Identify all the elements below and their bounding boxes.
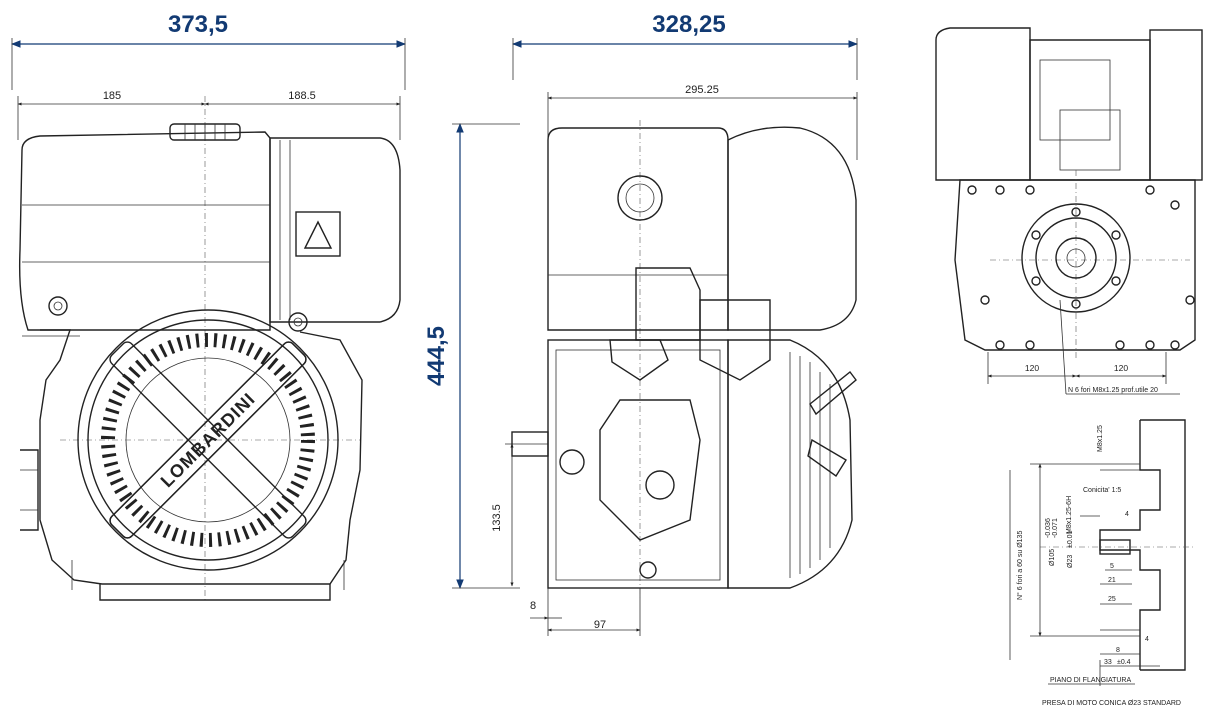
dim-5: 5 [1110, 563, 1114, 570]
side-fuel-cap [617, 175, 663, 221]
side-crankcase [547, 339, 729, 589]
end-air-filter [1149, 29, 1203, 181]
side-view: 295.25 133.5 8 97 [491, 84, 858, 636]
side-sub-dimensions: 295.25 133.5 8 97 [491, 84, 858, 636]
shaft-detail: M8x1.25 N° 6 fori a 60 su Ø135 Ø105 -0.0… [1009, 419, 1195, 707]
side-dim-width: 97 [594, 619, 606, 631]
dim-25: 25 [1108, 596, 1116, 603]
side-dim-top: 295.25 [685, 84, 719, 96]
side-air-filter [727, 126, 857, 331]
diameter-105: Ø105 [1049, 549, 1056, 566]
crankcase [39, 329, 363, 585]
end-fuel-tank [935, 27, 1031, 181]
side-recoil-starter [727, 339, 853, 589]
taper-label: Conicita' 1:5 [1083, 487, 1121, 494]
lombardini-badge [295, 211, 341, 257]
holes-label: N° 6 fori a 60 su Ø135 [1016, 531, 1024, 600]
dim-21: 21 [1108, 577, 1116, 584]
tol-105-lower: -0.071 [1052, 518, 1059, 538]
end-sub-dimensions: 120 120 N 6 fori M8x1.25 prof.utile 20 [987, 299, 1180, 395]
thread-label: M8x1.25 [1097, 425, 1104, 452]
overall-width-front-dimension: 373,5 [11, 11, 406, 90]
front-width-value: 373,5 [168, 11, 228, 38]
recoil-starter-cover [77, 309, 339, 571]
height-value: 444,5 [423, 326, 450, 386]
side-dim-offset: 8 [530, 600, 536, 612]
flange-plane-label: PIANO DI FLANGIATURA [1050, 677, 1131, 684]
tol-23: ±0.01 [1067, 530, 1074, 548]
diameter-23: Ø23 [1067, 555, 1074, 568]
overall-width-side-dimension: 328,25 [512, 11, 858, 80]
pto-shaft [1055, 237, 1097, 279]
flange-bolts [1031, 207, 1121, 309]
tol-33: ±0.4 [1117, 659, 1131, 666]
dim-4b: 4 [1145, 636, 1149, 643]
starter-cross-bars [109, 341, 307, 539]
dim-4a: 4 [1125, 511, 1129, 518]
end-dim-left: 120 [1025, 363, 1039, 373]
tol-105-upper: -0.036 [1045, 518, 1052, 538]
end-view: 120 120 N 6 fori M8x1.25 prof.utile 20 [935, 27, 1203, 395]
side-width-value: 328,25 [652, 11, 725, 38]
front-dim-right: 188.5 [288, 90, 316, 102]
front-sub-dimensions: 185 188.5 [17, 90, 401, 140]
front-view: 185 188.5 [17, 90, 401, 601]
fuel-tank [18, 131, 271, 331]
triangle-logo-icon [303, 220, 333, 249]
footnote: PRESA DI MOTO CONICA Ø23 STANDARD [1042, 700, 1181, 707]
inner-thread-label: M8x1.25-6H [1066, 496, 1073, 534]
dim-33: 33 [1104, 659, 1112, 666]
holes-note: N 6 fori M8x1.25 prof.utile 20 [1068, 387, 1158, 394]
front-dim-left: 185 [103, 90, 121, 102]
case-bolts [967, 185, 1195, 350]
flange-circle [1021, 203, 1131, 313]
end-dim-right: 120 [1114, 363, 1128, 373]
air-filter-housing [269, 137, 401, 323]
side-dim-height: 133.5 [491, 504, 503, 532]
end-crankcase [954, 179, 1196, 351]
dim-8: 8 [1116, 647, 1120, 654]
overall-height-dimension: 444,5 [423, 123, 520, 589]
